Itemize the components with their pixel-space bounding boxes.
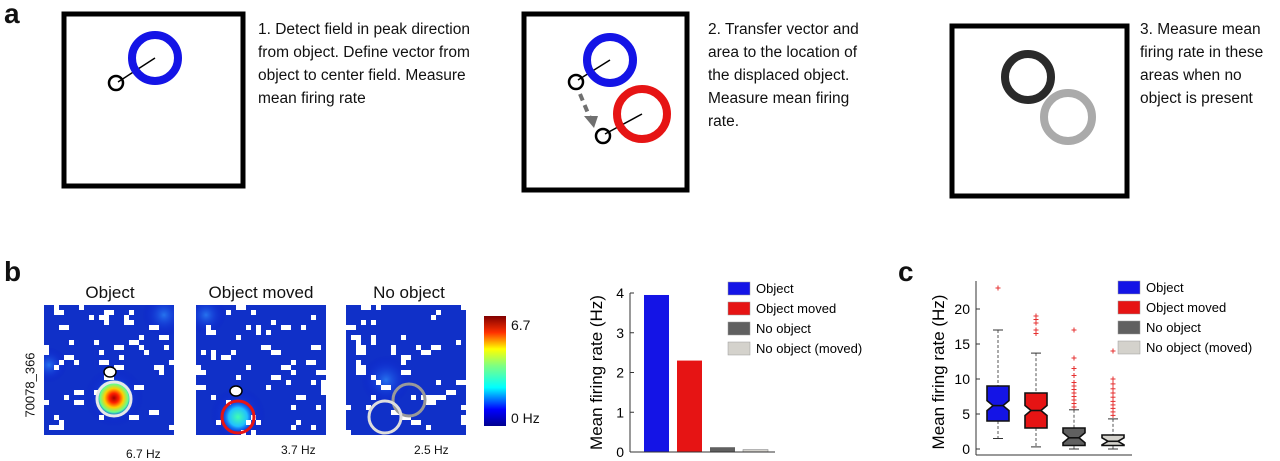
legend-swatch (727, 281, 751, 296)
legend-label: No object (moved) (1146, 340, 1252, 355)
legend-swatch (727, 321, 751, 336)
field-ring-moved (613, 85, 671, 143)
panel-letter-a: a (4, 0, 20, 29)
box (986, 385, 1010, 422)
field-ring-dark (1001, 50, 1055, 104)
legend-label: No object (moved) (756, 341, 862, 356)
legend-swatch (727, 301, 751, 316)
peak-rate-object: 6.7 Hz (126, 447, 161, 461)
outlier-marker (1071, 366, 1077, 371)
box-chart: 0 5 10 15 20 Mean firing rate (Hz) ObjectObje… (929, 280, 1252, 457)
legend-label: Object moved (1146, 300, 1226, 315)
y-tick-label: 0 (616, 444, 624, 460)
map-title-no-object: No object (373, 283, 445, 302)
colorbar-max-label: 6.7 (511, 317, 531, 333)
y-axis-label: Mean firing rate (Hz) (929, 295, 948, 450)
peak-rate-no-object: 2.5 Hz (414, 443, 449, 457)
step-3-text: 3. Measure mean firing rate in these are… (1140, 21, 1264, 107)
y-tick-label: 5 (962, 406, 970, 422)
legend-label: Object moved (756, 301, 836, 316)
legend-swatch (1117, 300, 1141, 315)
legend-swatch (1117, 340, 1141, 355)
y-tick-label: 1 (616, 404, 624, 420)
outlier-marker (1110, 398, 1116, 404)
field-ring-object (583, 33, 637, 87)
legend-label: No object (1146, 320, 1201, 335)
peak-rate-object-moved: 3.7 Hz (281, 443, 316, 457)
box (1062, 427, 1086, 447)
legend-swatch (1117, 280, 1141, 295)
outlier-marker (995, 285, 1001, 291)
legend-swatch (1117, 320, 1141, 335)
colorbar-min-label: 0 Hz (511, 410, 540, 426)
bar (710, 447, 735, 452)
colorbar (484, 316, 506, 426)
step-1-text: 1. Detect field in peak direction from o… (258, 21, 470, 107)
rate-map-no-object (346, 305, 466, 435)
y-tick-label: 2 (616, 365, 624, 381)
outlier-marker (1110, 394, 1116, 400)
outlier-marker (1033, 327, 1039, 333)
step-2-text: 2. Transfer vector and area to the locat… (708, 21, 859, 130)
outlier-marker (1110, 381, 1116, 387)
outlier-marker (1033, 313, 1039, 319)
moved-object-marker (594, 127, 612, 145)
y-tick-label: 10 (954, 371, 970, 387)
outlier-marker (1071, 380, 1077, 385)
schematic-step-3 (949, 23, 1130, 199)
panel-letter-b: b (4, 256, 22, 287)
legend-swatch (727, 341, 751, 356)
legend-label: Object (756, 281, 794, 296)
outlier-marker (1110, 376, 1116, 382)
outlier-marker (1110, 348, 1116, 354)
rate-map-object (44, 305, 174, 435)
outlier-marker (1071, 327, 1077, 333)
map-title-object-moved: Object moved (208, 283, 314, 302)
cell-id: 70078_366 (22, 352, 38, 418)
outlier-marker (1071, 373, 1077, 378)
outlier-marker (1110, 386, 1116, 392)
schematic-step-2 (521, 11, 690, 193)
bar (644, 294, 669, 452)
bar (677, 360, 702, 452)
legend-label: No object (756, 321, 811, 336)
map-title-object: Object (85, 283, 135, 302)
field-ring-light (1040, 89, 1096, 145)
panel-letter-c: c (898, 256, 914, 287)
y-axis-label: Mean firing rate (Hz) (587, 295, 606, 450)
object-marker (107, 74, 125, 92)
outlier-marker (1071, 355, 1077, 361)
field-ring-object (128, 31, 182, 85)
y-tick-label: 3 (616, 325, 624, 341)
schematic-step-1 (61, 11, 246, 189)
legend-label: Object (1146, 280, 1184, 295)
rate-map-object-moved (196, 305, 326, 435)
box (1101, 434, 1125, 447)
object-marker (567, 73, 585, 91)
y-tick-label: 20 (954, 301, 970, 317)
y-tick-label: 4 (616, 285, 624, 301)
y-tick-label: 0 (962, 441, 970, 457)
y-tick-label: 15 (954, 336, 970, 352)
outlier-marker (1110, 390, 1116, 396)
